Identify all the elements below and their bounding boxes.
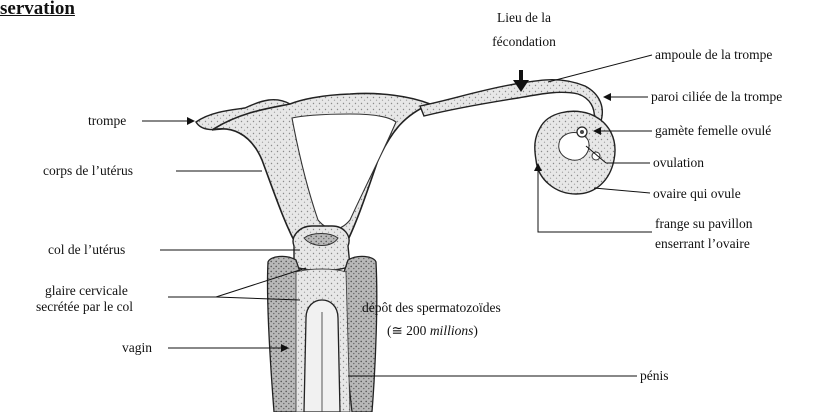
label-glaire-line1: glaire cervicale: [45, 283, 128, 299]
label-glaire-line2: secrétée par le col: [36, 299, 133, 315]
label-trompe: trompe: [88, 113, 126, 129]
label-depot: dépôt des spermatozoïdes: [362, 300, 501, 316]
label-lieu-line2: fécondation: [474, 34, 574, 50]
label-ovulation: ovulation: [653, 155, 704, 171]
label-depot-count: (≅ 200 millions): [387, 323, 478, 339]
label-vagin: vagin: [122, 340, 152, 356]
label-ovaire: ovaire qui ovule: [653, 186, 741, 202]
label-col-uterus: col de l’utérus: [48, 242, 125, 258]
label-gamete: gamète femelle ovulé: [655, 123, 771, 139]
label-corps-uterus: corps de l’utérus: [43, 163, 133, 179]
label-ampoule: ampoule de la trompe: [655, 47, 772, 63]
label-lieu-line1: Lieu de la: [474, 10, 574, 26]
label-frange-line2: enserrant l’ovaire: [655, 236, 750, 252]
penis: [304, 300, 340, 412]
label-frange-line1: frange su pavillon: [655, 216, 752, 232]
ovary: [535, 111, 615, 194]
label-paroi: paroi ciliée de la trompe: [651, 89, 782, 105]
label-penis: pénis: [640, 368, 669, 384]
